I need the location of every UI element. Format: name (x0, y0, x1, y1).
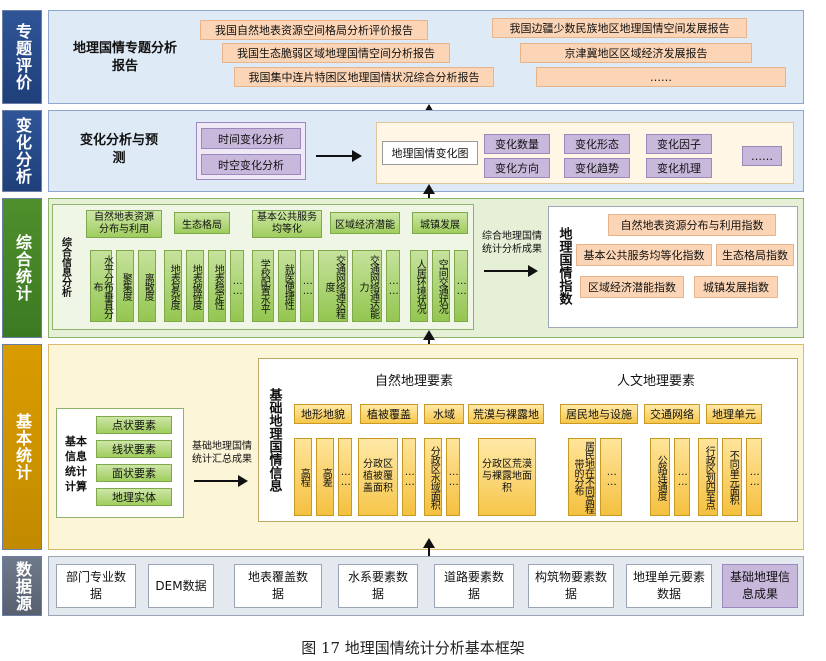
index-natural-resources: 自然地表资源分布与利用指数 (608, 214, 776, 236)
leaf-distribution: 水平分布垂直分布 (90, 250, 113, 322)
index-public-service: 基本公共服务均等化指数 (576, 244, 712, 266)
group-header-natural-resources: 自然地表资源分布与利用 (86, 210, 162, 238)
leaf-more-service: …… (300, 250, 314, 322)
source-land-cover: 地表覆盖数据 (234, 564, 322, 608)
base-info-title: 基础地理国情信息 (266, 388, 282, 492)
change-item-factor: 变化因子 (646, 134, 712, 154)
leaf-dispersion: 离散度 (138, 250, 156, 322)
leaf-stability: 地表稳定性 (208, 250, 226, 322)
source-basic-geo: 基础地理信息成果 (722, 564, 798, 608)
human-elements-title: 人文地理要素 (616, 373, 695, 389)
change-item-direction: 变化方向 (484, 158, 550, 178)
index-urban: 城镇发展指数 (694, 276, 778, 298)
leaf-water-area: 分政区水域面积 (424, 438, 442, 516)
source-road: 道路要素数据 (434, 564, 514, 608)
side-label-change: 变化分析 (2, 110, 42, 192)
basic-info-title: 基本信息统计计算 (65, 435, 87, 493)
leaf-more-economy: …… (386, 250, 400, 322)
leaf-desert-area: 分政区荒漠与裸露地面积 (478, 438, 536, 516)
header-vegetation: 植被覆盖 (360, 404, 418, 424)
info-entity: 地理实体 (96, 488, 172, 506)
report-6: …… (536, 67, 786, 87)
leaf-medical: 就医便捷性 (278, 250, 296, 322)
change-item-mechanism: 变化机理 (646, 158, 712, 178)
change-title: 变化分析与预测 (79, 133, 158, 166)
comprehensive-analysis-label: 综合信息分析 (59, 237, 71, 297)
group-header-ecology: 生态格局 (174, 212, 230, 234)
leaf-traffic-capacity: 交通网络通达能力 (352, 250, 382, 322)
group-header-public-service: 基本公共服务均等化 (252, 210, 322, 238)
leaf-more-settlement: …… (600, 438, 622, 516)
leaf-vegetation-area: 分政区植被覆盖面积 (358, 438, 398, 516)
leaf-space-traffic: 空间交通状况 (432, 250, 450, 322)
leaf-living-environment: 人居环境状况 (410, 250, 428, 322)
leaf-settlement-distribution: 居民地在不同高程带的分布 (568, 438, 596, 516)
source-geo-unit: 地理单元要素数据 (626, 564, 712, 608)
natural-elements-title: 自然地理要素 (374, 373, 453, 389)
leaf-more-urban: …… (454, 250, 468, 322)
group-header-urban: 城镇发展 (412, 212, 468, 234)
side-label-source: 数据源 (2, 556, 42, 616)
leaf-fragmentation: 地表破碎度 (186, 250, 204, 322)
change-diagram-label: 地理国情变化图 (382, 141, 478, 165)
figure-caption: 图 17 地理国情统计分析基本框架 (301, 639, 525, 657)
change-item-more: …… (742, 146, 782, 166)
leaf-traffic-degree: 交通网络通达程度 (318, 250, 348, 322)
change-item-trend: 变化趋势 (564, 158, 630, 178)
report-5: 京津冀地区区域经济发展报告 (520, 43, 752, 63)
leaf-aggregation: 聚集度 (116, 250, 134, 322)
leaf-more-water: …… (446, 438, 460, 516)
leaf-more-geo-unit: …… (746, 438, 762, 516)
leaf-unit-area: 不同单元面积 (722, 438, 742, 516)
index-economy: 区域经济潜能指数 (580, 276, 684, 298)
comprehensive-result-label: 综合地理国情统计分析成果 (482, 231, 542, 255)
source-structure: 构筑物要素数据 (528, 564, 614, 608)
source-dem: DEM数据 (148, 564, 214, 608)
source-water: 水系要素数据 (338, 564, 418, 608)
time-change-analysis: 时间变化分析 (201, 128, 301, 149)
leaf-admin-points: 行政区划四至点 (698, 438, 718, 516)
header-settlement: 居民地与设施 (560, 404, 638, 424)
leaf-school: 学校配置水平 (252, 250, 274, 322)
header-terrain: 地形地貌 (294, 404, 352, 424)
report-2: 我国生态脆弱区域地理国情空间分析报告 (222, 43, 450, 63)
report-4: 我国边疆少数民族地区地理国情空间发展报告 (492, 18, 747, 38)
side-label-special: 专题评价 (2, 10, 42, 104)
group-header-economy: 区域经济潜能 (330, 212, 400, 234)
leaf-road-connectivity: 公路连通度 (650, 438, 670, 516)
index-title: 地理国情指数 (556, 227, 572, 305)
change-item-quantity: 变化数量 (484, 134, 550, 154)
source-department: 部门专业数据 (56, 564, 136, 608)
spatiotemporal-change-analysis: 时空变化分析 (201, 154, 301, 175)
leaf-more-ecology: …… (230, 250, 244, 322)
header-water: 水域 (424, 404, 464, 424)
side-label-comprehensive: 综合统计 (2, 198, 42, 338)
header-desert: 荒漠与裸露地 (468, 404, 544, 424)
leaf-relief: 高差 (316, 438, 334, 516)
basic-result-label: 基础地理国情统计汇总成果 (192, 441, 252, 465)
info-area: 面状要素 (96, 464, 172, 482)
side-label-basic: 基本统计 (2, 344, 42, 550)
report-1: 我国自然地表资源空间格局分析评价报告 (200, 20, 428, 40)
report-3: 我国集中连片特困区地理国情状况综合分析报告 (234, 67, 494, 87)
leaf-more-terrain: …… (338, 438, 352, 516)
header-geo-unit: 地理单元 (706, 404, 762, 424)
info-line: 线状要素 (96, 440, 172, 458)
leaf-complexity: 地表复杂度 (164, 250, 182, 322)
leaf-elevation: 高程 (294, 438, 312, 516)
info-point: 点状要素 (96, 416, 172, 434)
index-ecology: 生态格局指数 (716, 244, 794, 266)
change-item-shape: 变化形态 (564, 134, 630, 154)
leaf-more-vegetation: …… (402, 438, 416, 516)
header-traffic: 交通网络 (644, 404, 700, 424)
leaf-more-traffic: …… (674, 438, 690, 516)
special-title: 地理国情专题分析报告 (72, 41, 177, 74)
